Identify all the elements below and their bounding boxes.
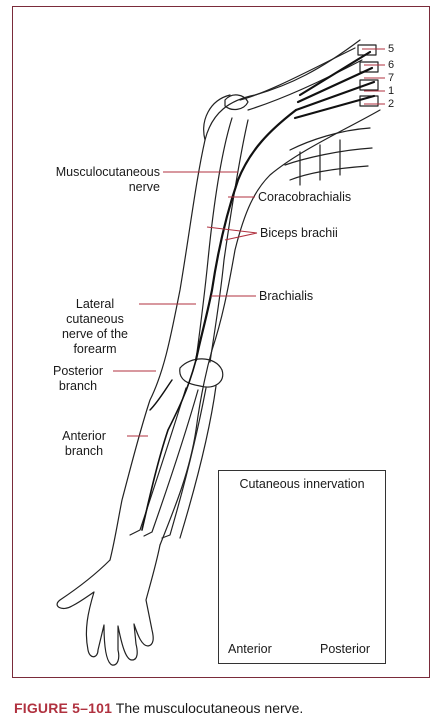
musculocutaneous-nerve [194, 108, 298, 362]
root-label: 6 [388, 59, 395, 71]
leader-biceps-1 [206, 226, 258, 234]
leader-biceps-2 [224, 232, 258, 241]
figure-caption: FIGURE 5–101 The musculocutaneous nerve. [14, 699, 303, 717]
caption-text: The musculocutaneous nerve. [115, 700, 304, 716]
posterior-branch-nerve [149, 379, 173, 411]
label-anterior-branch: Anterior branch [62, 429, 106, 458]
brachial-plexus [293, 50, 376, 120]
inset-title: Cutaneous innervation [239, 477, 365, 491]
cutaneous-innervation-inset: Cutaneous innervation [218, 470, 386, 664]
label-posterior-branch: Posterior branch [52, 364, 104, 393]
caption-figure-number: FIGURE 5–101 [14, 700, 113, 716]
root-label: 1 [388, 85, 395, 97]
humerus [195, 117, 233, 361]
inset-label-anterior: Anterior [228, 642, 272, 656]
clavicle [239, 47, 356, 101]
hand-outline [56, 544, 161, 666]
ribcage [289, 127, 371, 151]
label-lateral-cutaneous-nerve: Lateral cutaneous nerve of the forearm [61, 297, 128, 356]
label-brachialis: Brachialis [259, 289, 314, 303]
root-label: 2 [388, 98, 395, 110]
root-label: 7 [388, 72, 395, 84]
lateral-cutaneous-nerve [141, 359, 197, 531]
label-biceps-brachii: Biceps brachii [260, 226, 338, 240]
label-musculocutaneous-nerve: Musculocutaneous nerve [55, 165, 160, 194]
ulna [161, 387, 207, 539]
root-label: 5 [388, 43, 395, 55]
label-coracobrachialis: Coracobrachialis [258, 190, 352, 204]
inset-label-posterior: Posterior [320, 642, 371, 656]
